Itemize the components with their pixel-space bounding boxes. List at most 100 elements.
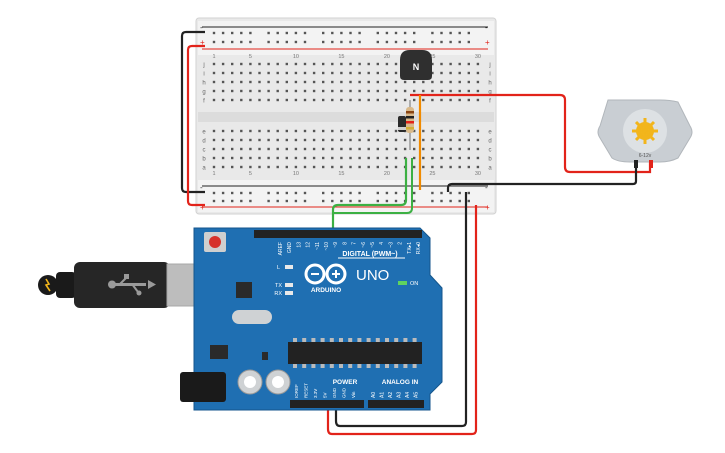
- terminal-hole[interactable]: [249, 156, 252, 160]
- terminal-hole[interactable]: [276, 98, 279, 102]
- terminal-hole[interactable]: [431, 165, 434, 169]
- terminal-hole[interactable]: [376, 89, 379, 93]
- terminal-hole[interactable]: [349, 89, 352, 93]
- usb-cable[interactable]: [38, 262, 220, 308]
- terminal-hole[interactable]: [358, 147, 361, 151]
- terminal-hole[interactable]: [431, 129, 434, 133]
- rail-hole[interactable]: [394, 31, 398, 35]
- rail-hole[interactable]: [212, 191, 216, 195]
- terminal-hole[interactable]: [340, 62, 343, 66]
- terminal-hole[interactable]: [394, 71, 398, 75]
- rail-hole[interactable]: [285, 40, 288, 44]
- terminal-hole[interactable]: [431, 98, 434, 102]
- rail-hole[interactable]: [394, 199, 398, 203]
- terminal-hole[interactable]: [231, 138, 234, 142]
- terminal-hole[interactable]: [249, 89, 252, 93]
- rail-hole[interactable]: [294, 31, 298, 35]
- rail-hole[interactable]: [349, 31, 352, 35]
- rail-hole[interactable]: [413, 31, 416, 35]
- terminal-hole[interactable]: [276, 165, 279, 169]
- terminal-hole[interactable]: [240, 62, 243, 66]
- terminal-hole[interactable]: [367, 62, 370, 66]
- terminal-hole[interactable]: [376, 129, 379, 133]
- terminal-hole[interactable]: [422, 156, 425, 160]
- rail-hole[interactable]: [385, 191, 389, 195]
- terminal-hole[interactable]: [385, 156, 389, 160]
- terminal-hole[interactable]: [276, 62, 279, 66]
- terminal-hole[interactable]: [303, 71, 307, 75]
- terminal-hole[interactable]: [294, 156, 298, 160]
- terminal-hole[interactable]: [376, 138, 379, 142]
- terminal-hole[interactable]: [231, 89, 234, 93]
- terminal-hole[interactable]: [349, 147, 352, 151]
- terminal-hole[interactable]: [376, 62, 379, 66]
- terminal-hole[interactable]: [322, 89, 325, 93]
- terminal-hole[interactable]: [231, 129, 234, 133]
- rail-hole[interactable]: [212, 40, 216, 44]
- terminal-hole[interactable]: [440, 129, 443, 133]
- terminal-hole[interactable]: [231, 71, 234, 75]
- terminal-hole[interactable]: [449, 129, 452, 133]
- terminal-hole[interactable]: [431, 80, 434, 84]
- terminal-hole[interactable]: [231, 98, 234, 102]
- terminal-hole[interactable]: [367, 156, 370, 160]
- rail-hole[interactable]: [376, 191, 379, 195]
- terminal-hole[interactable]: [394, 138, 398, 142]
- rail-hole[interactable]: [322, 31, 325, 35]
- terminal-hole[interactable]: [276, 129, 279, 133]
- terminal-hole[interactable]: [267, 80, 270, 84]
- terminal-hole[interactable]: [231, 165, 234, 169]
- terminal-hole[interactable]: [258, 138, 261, 142]
- terminal-hole[interactable]: [340, 147, 343, 151]
- terminal-hole[interactable]: [394, 62, 398, 66]
- terminal-hole[interactable]: [413, 80, 416, 84]
- terminal-hole[interactable]: [312, 62, 316, 66]
- rail-hole[interactable]: [285, 31, 288, 35]
- terminal-hole[interactable]: [358, 165, 361, 169]
- rail-hole[interactable]: [467, 191, 470, 195]
- rail-hole[interactable]: [358, 40, 361, 44]
- rail-hole[interactable]: [458, 40, 461, 44]
- terminal-hole[interactable]: [231, 156, 234, 160]
- terminal-hole[interactable]: [312, 147, 316, 151]
- red-wire-5v[interactable]: [326, 205, 478, 436]
- terminal-hole[interactable]: [285, 129, 288, 133]
- terminal-hole[interactable]: [476, 62, 480, 66]
- terminal-hole[interactable]: [467, 62, 470, 66]
- rail-hole[interactable]: [458, 31, 461, 35]
- terminal-hole[interactable]: [476, 165, 480, 169]
- transistor[interactable]: N: [400, 50, 432, 80]
- terminal-hole[interactable]: [240, 129, 243, 133]
- terminal-hole[interactable]: [476, 156, 480, 160]
- terminal-hole[interactable]: [349, 129, 352, 133]
- black-wire-rail-jumper[interactable]: [180, 30, 205, 194]
- terminal-hole[interactable]: [322, 165, 325, 169]
- black-wire-gnd[interactable]: [334, 192, 468, 428]
- terminal-hole[interactable]: [312, 165, 316, 169]
- rail-hole[interactable]: [349, 40, 352, 44]
- terminal-hole[interactable]: [440, 98, 443, 102]
- terminal-hole[interactable]: [285, 62, 288, 66]
- terminal-hole[interactable]: [476, 147, 480, 151]
- rail-hole[interactable]: [249, 199, 252, 203]
- terminal-hole[interactable]: [440, 138, 443, 142]
- red-wire-motor[interactable]: [410, 93, 652, 174]
- rail-hole[interactable]: [467, 31, 470, 35]
- terminal-hole[interactable]: [440, 147, 443, 151]
- terminal-hole[interactable]: [285, 156, 288, 160]
- terminal-hole[interactable]: [276, 89, 279, 93]
- terminal-hole[interactable]: [413, 156, 416, 160]
- terminal-hole[interactable]: [231, 147, 234, 151]
- terminal-hole[interactable]: [276, 71, 279, 75]
- terminal-hole[interactable]: [340, 138, 343, 142]
- terminal-hole[interactable]: [312, 156, 316, 160]
- terminal-hole[interactable]: [385, 147, 389, 151]
- terminal-hole[interactable]: [221, 165, 225, 169]
- rail-hole[interactable]: [285, 199, 288, 203]
- terminal-hole[interactable]: [312, 129, 316, 133]
- terminal-hole[interactable]: [322, 98, 325, 102]
- terminal-hole[interactable]: [322, 71, 325, 75]
- rail-hole[interactable]: [240, 191, 243, 195]
- terminal-hole[interactable]: [467, 80, 470, 84]
- terminal-hole[interactable]: [340, 71, 343, 75]
